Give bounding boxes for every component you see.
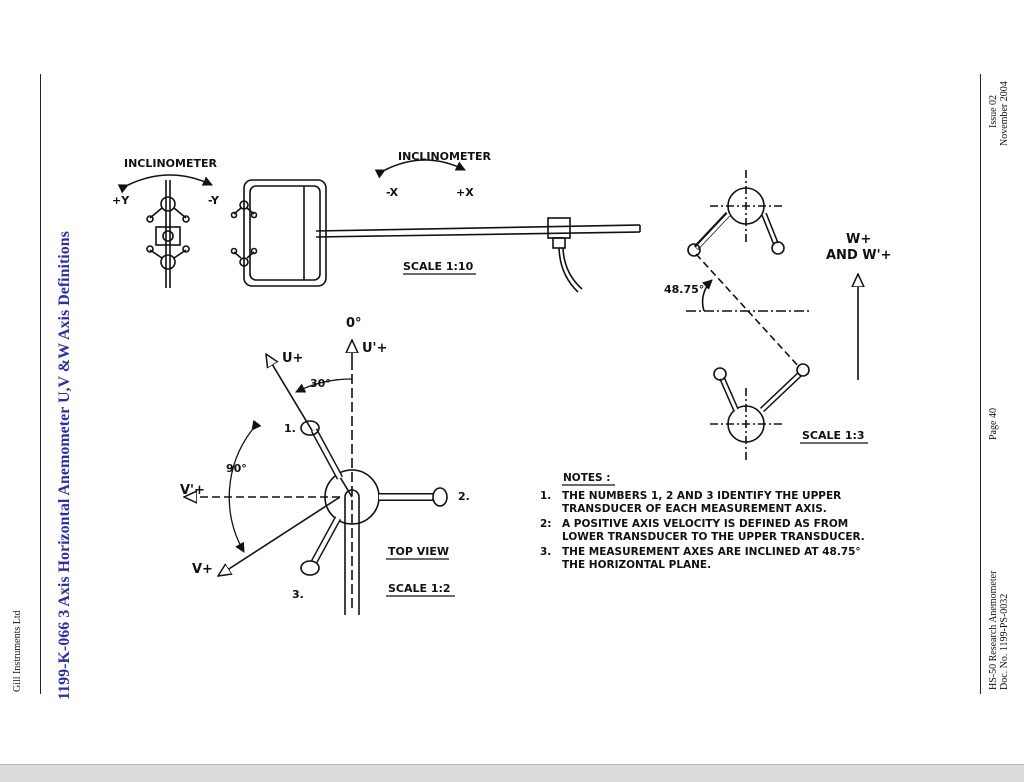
u-prime-plus-label: U'+ [362,341,387,356]
note-2-line-1: A POSITIVE AXIS VELOCITY IS DEFINED AS F… [562,518,848,530]
top-view-drawing [184,340,448,615]
transducer-2-label: 2. [458,490,470,503]
u-plus-label: U+ [282,351,303,366]
note-3-line-1: THE MEASUREMENT AXES ARE INCLINED AT 48.… [562,546,861,558]
side-view-drawing [230,159,641,293]
v-plus-label: V+ [192,562,213,577]
plus-y-label: +Y [112,194,130,207]
transducer-1-label: 1. [284,422,296,435]
zero-degree-label: 0° [346,316,362,331]
w-plus-label: W+ [846,232,871,247]
right-margin-rule [980,74,981,694]
viewer-bottom-band [0,764,1024,782]
transducer-3-label: 3. [292,588,304,601]
minus-x-label: -X [386,186,399,199]
minus-y-label: -Y [208,194,220,207]
scale-side-view: SCALE 1:10 [403,260,474,273]
top-view-label: TOP VIEW [388,545,449,558]
note-2-number: 2: [540,518,552,530]
note-1-line-2: TRANSDUCER OF EACH MEASUREMENT AXIS. [562,503,827,515]
angle-30-label: 30° [310,377,331,390]
note-3-line-2: THE HORIZONTAL PLANE. [562,559,711,571]
front-view-drawing [117,174,213,288]
left-margin-rule [40,74,41,694]
inclinometer-label-top: INCLINOMETER [398,150,492,163]
note-1-line-1: THE NUMBERS 1, 2 AND 3 IDENTIFY THE UPPE… [562,490,841,502]
inclined-view-drawing [686,170,858,460]
scale-inclined-view: SCALE 1:3 [802,429,865,442]
scale-top-view: SCALE 1:2 [388,582,451,595]
note-3-number: 3. [540,546,551,558]
w-prime-label: AND W'+ [826,248,891,263]
note-1-number: 1. [540,490,551,502]
inclinometer-label-left: INCLINOMETER [124,157,218,170]
notes-block: NOTES : 1. THE NUMBERS 1, 2 AND 3 IDENTI… [540,472,865,571]
notes-heading: NOTES : [563,472,610,484]
v-prime-plus-label: V'+ [180,483,205,498]
angle-90-label: 90° [226,462,247,475]
plus-x-label: +X [456,186,474,199]
note-2-line-2: LOWER TRANSDUCER TO THE UPPER TRANSDUCER… [562,531,865,543]
inclination-angle-label: 48.75° [664,283,704,296]
